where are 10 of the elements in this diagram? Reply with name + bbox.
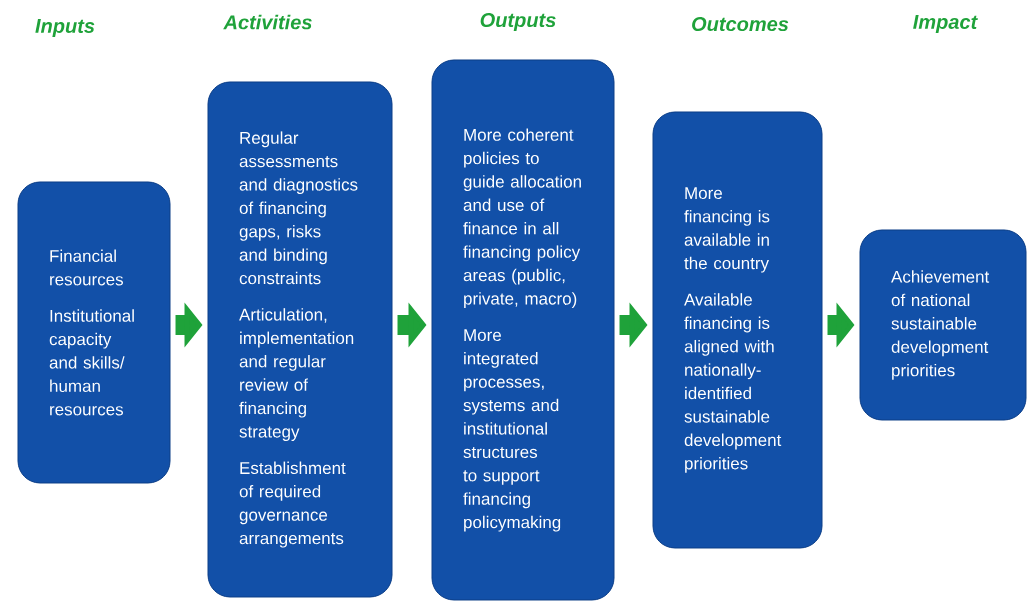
process-box: Achievement of national sustainable development priorities: [859, 229, 1027, 421]
process-box: Regular assessments and diagnostics of financing gaps, risks and binding constraints Articulation, implementation and regular review of financing strategy Establishment of required governance arrangements: [207, 81, 393, 598]
column-heading: Impact: [913, 15, 978, 33]
column-heading: Outputs: [480, 12, 556, 32]
process-box: Financial resources Institutional capacity and skills/ human resources: [17, 181, 171, 484]
process-box: More financing is available in the country Available financing is aligned with nationally-identified sustainable development priorities: [652, 111, 823, 549]
process-box: More coherent policies to guide allocation and use of finance in all financing policy areas (public, private, macro) More integrated processes, systems and institutional structures to support financing policymaking: [431, 59, 615, 601]
column-heading: Activities: [223, 14, 312, 30]
column-heading: Inputs: [35, 19, 95, 37]
column-heading: Outcomes: [692, 16, 789, 32]
